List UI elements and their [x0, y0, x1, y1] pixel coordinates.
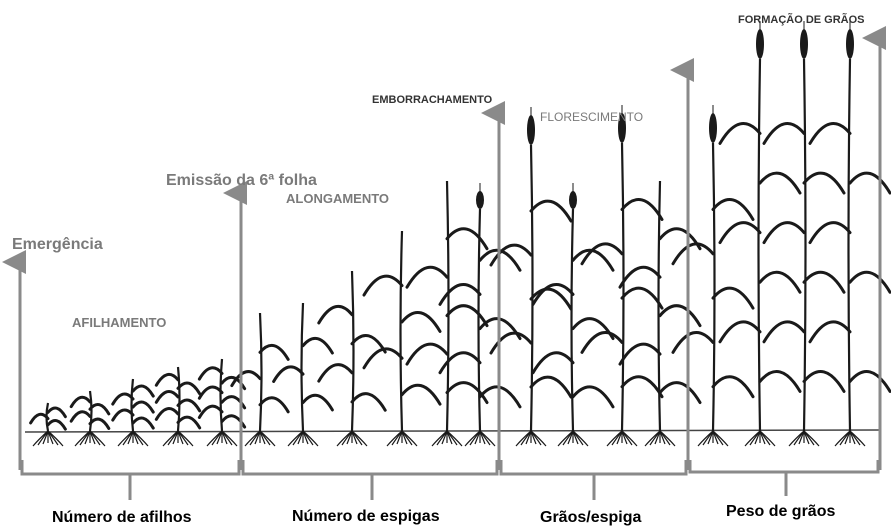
label-graos-por-espiga: Grãos/espiga	[540, 509, 642, 526]
plant	[618, 180, 702, 447]
plant	[489, 107, 573, 447]
plant	[29, 402, 67, 447]
label-alongamento: ALONGAMENTO	[286, 191, 390, 206]
label-emergencia: Emergência	[12, 236, 103, 253]
ground-line	[24, 429, 881, 433]
plant	[405, 180, 489, 447]
plant	[272, 302, 334, 447]
label-peso-de-graos: Peso de grãos	[726, 503, 836, 520]
label-emborrachamento: EMBORRACHAMENTO	[372, 94, 493, 106]
plant	[230, 312, 290, 447]
plant	[111, 378, 155, 447]
plant	[671, 105, 755, 447]
brace-numero-de-afilhos	[20, 460, 241, 500]
brace-numero-de-espigas	[241, 460, 499, 500]
brace-graos-por-espiga	[499, 460, 688, 500]
plant-sequence	[29, 21, 891, 447]
label-numero-de-espigas: Número de espigas	[292, 508, 440, 525]
label-emissao-6a-folha: Emissão da 6ª folha	[166, 172, 317, 189]
label-numero-de-afilhos: Número de afilhos	[52, 509, 192, 526]
label-florescimento: FLORESCIMENTO	[540, 110, 644, 124]
plant	[69, 390, 111, 447]
label-formacao-de-graos: FORMAÇÃO DE GRÃOS	[738, 14, 865, 26]
plant	[362, 230, 442, 447]
plant	[154, 366, 202, 447]
plant	[808, 21, 891, 447]
label-afilhamento: AFILHAMENTO	[72, 315, 167, 330]
plant	[762, 21, 846, 447]
brace-peso-de-graos	[688, 460, 880, 496]
plant	[531, 183, 615, 447]
plant	[718, 21, 802, 447]
plant	[580, 105, 664, 447]
plant	[317, 270, 387, 447]
plant	[197, 358, 247, 447]
